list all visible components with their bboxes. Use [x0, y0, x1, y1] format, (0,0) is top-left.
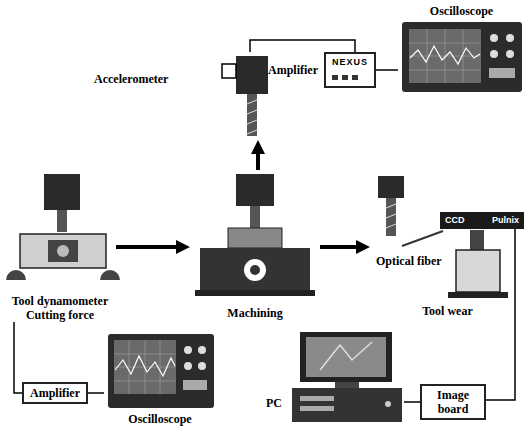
signal-cable [404, 401, 420, 403]
node-label: Amplifier [268, 63, 318, 77]
dynamometer-drawing [6, 174, 120, 280]
oscilloscope-drawing [506, 34, 514, 42]
node-label: Tool wear [422, 304, 473, 318]
milling-machine-drawing [236, 174, 274, 206]
oscilloscope-drawing [490, 50, 498, 58]
computer-drawing [320, 342, 372, 370]
oscilloscope: Oscilloscope [104, 330, 216, 426]
oscilloscope-drawing [409, 29, 481, 83]
oscilloscope-drawing [114, 340, 176, 394]
ccd-camera: CCD Pulnix [440, 212, 524, 229]
oscilloscope-drawing [108, 334, 214, 408]
microscope-drawing [402, 231, 443, 246]
computer-drawing [300, 396, 334, 401]
oscilloscope-drawing [506, 50, 514, 58]
node-label: Machining [227, 306, 282, 320]
computer-drawing [292, 332, 402, 422]
microscope-drawing [470, 230, 484, 250]
node-label: Accelerometer [94, 72, 168, 86]
microscope-drawing [378, 176, 404, 198]
image-board: Image board [420, 384, 486, 420]
spindle-with-accelerometer [236, 56, 268, 94]
oscilloscope-drawing [402, 22, 522, 92]
accelerometer-station: Accelerometer [90, 52, 270, 140]
node-label: Image board [427, 388, 479, 416]
microscope-drawing [386, 198, 396, 236]
dynamometer-drawing [6, 270, 26, 280]
computer-drawing [292, 388, 402, 422]
dynamometer-drawing [48, 240, 78, 262]
milling-machine-drawing [244, 259, 266, 281]
microscope-drawing [448, 292, 508, 298]
oscilloscope-drawing [490, 34, 498, 42]
node-label: Oscilloscope [430, 4, 493, 18]
computer: PC [262, 330, 404, 424]
amplifier: Amplifier NEXUS [268, 52, 376, 88]
computer-drawing [385, 401, 391, 407]
process-arrow [116, 245, 182, 249]
process-arrow [256, 148, 260, 170]
computer-drawing [300, 332, 392, 382]
oscilloscope-drawing [183, 380, 207, 390]
oscilloscope-drawing [184, 346, 192, 354]
spindle-with-accelerometer [247, 100, 257, 134]
signal-cable [376, 69, 398, 71]
signal-cable [88, 392, 104, 394]
milling-machine-drawing [195, 174, 315, 296]
oscilloscope-drawing [198, 346, 206, 354]
part-label: Optical fiber [376, 254, 442, 268]
node-sublabel: NEXUS [324, 52, 376, 88]
microscope-drawing [456, 250, 500, 292]
oscilloscope-drawing [402, 22, 522, 92]
machining-station: Machining [190, 170, 320, 320]
spindle-with-accelerometer [222, 64, 236, 78]
oscilloscope-drawing [409, 29, 481, 83]
computer-drawing [335, 382, 359, 388]
dynamometer-drawing [100, 270, 120, 280]
oscilloscope-drawing [114, 340, 176, 394]
oscilloscope-drawing [489, 68, 515, 78]
computer-drawing [306, 337, 386, 377]
dynamometer-drawing [20, 234, 106, 268]
spindle-with-accelerometer [222, 56, 268, 136]
oscilloscope-drawing [410, 46, 480, 64]
oscilloscope-drawing [115, 356, 175, 376]
signal-cable [14, 322, 22, 393]
oscilloscope-drawing [184, 362, 192, 370]
oscilloscope-drawing [108, 334, 214, 408]
milling-machine-drawing [195, 290, 315, 296]
node-label: PC [266, 396, 282, 410]
milling-machine-drawing [228, 228, 282, 248]
node-sublabel: Cutting force [26, 308, 94, 322]
signal-cable [250, 40, 355, 52]
node-label: Amplifier [30, 386, 80, 400]
amplifier: Amplifier [22, 382, 88, 404]
process-arrow [320, 245, 362, 249]
microscope-drawing [386, 204, 396, 228]
oscilloscope-drawing [198, 362, 206, 370]
oscilloscope: Oscilloscope [398, 4, 525, 96]
dynamometer-drawing [57, 245, 69, 257]
computer-drawing [300, 406, 334, 411]
microscope-drawing [378, 176, 508, 298]
milling-machine-drawing [200, 248, 310, 290]
node-label: Tool dynamometer [12, 294, 109, 308]
signal-cable [486, 229, 515, 400]
node-label: CCD [445, 215, 465, 226]
dynamometer-drawing [44, 174, 80, 210]
dynamometer-station: Tool dynamometerCutting force [4, 170, 116, 322]
dynamometer-drawing [57, 210, 67, 232]
milling-machine-drawing [250, 265, 260, 275]
node-sublabel: Pulnix [492, 215, 519, 226]
spindle-with-accelerometer [247, 94, 257, 136]
node-label: Oscilloscope [128, 412, 191, 426]
milling-machine-drawing [250, 206, 260, 228]
tool-wear-station: Tool wear [370, 238, 525, 318]
